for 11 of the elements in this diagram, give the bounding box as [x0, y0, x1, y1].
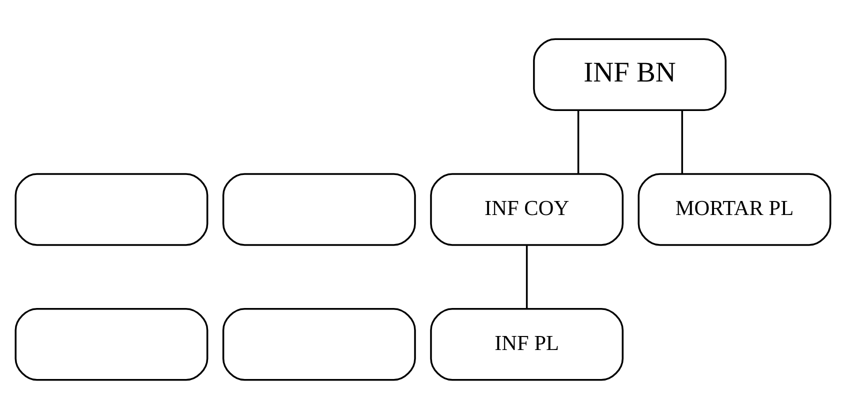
- connector: [577, 110, 580, 174]
- node-box: INF COY: [430, 173, 624, 246]
- connector: [526, 246, 528, 309]
- node-box: MORTAR PL: [638, 173, 832, 246]
- node-box: INF BN: [533, 38, 727, 111]
- node-box: [14, 173, 208, 246]
- node-box: [14, 308, 208, 381]
- node-box: [222, 173, 416, 246]
- connector: [681, 110, 684, 174]
- node-box: [222, 308, 416, 381]
- node-box: INF PL: [430, 308, 624, 381]
